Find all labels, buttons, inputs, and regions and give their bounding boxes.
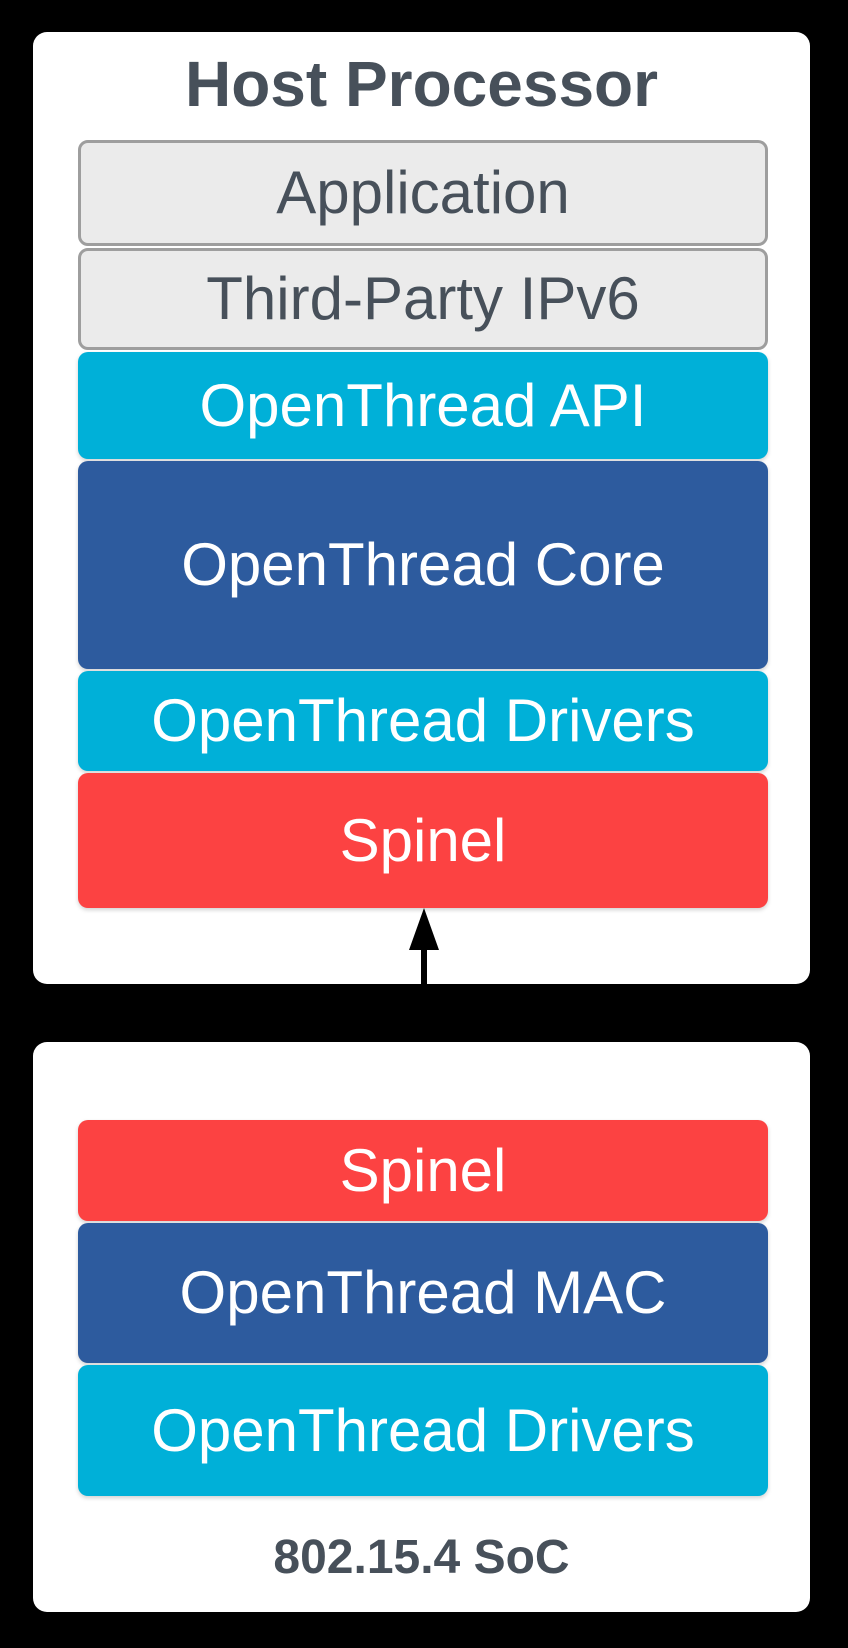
layer-spinel-host: Spinel: [78, 773, 768, 908]
layer-application: Application: [78, 140, 768, 246]
host-layer-stack: Application Third-Party IPv6 OpenThread …: [78, 140, 768, 908]
host-processor-title: Host Processor: [184, 48, 659, 120]
layer-openthread-core: OpenThread Core: [78, 461, 768, 669]
soc-card: Spinel OpenThread MAC OpenThread Drivers…: [33, 1042, 810, 1612]
soc-title: 802.15.4 SoC: [273, 1531, 570, 1584]
layer-third-party-ipv6: Third-Party IPv6: [78, 248, 768, 350]
layer-openthread-api: OpenThread API: [78, 352, 768, 459]
soc-layer-stack: Spinel OpenThread MAC OpenThread Drivers: [78, 1120, 768, 1496]
layer-spinel-soc: Spinel: [78, 1120, 768, 1221]
layer-openthread-mac: OpenThread MAC: [78, 1223, 768, 1363]
layer-openthread-drivers-soc: OpenThread Drivers: [78, 1365, 768, 1496]
host-processor-card: Host Processor Application Third-Party I…: [33, 32, 810, 984]
layer-openthread-drivers-host: OpenThread Drivers: [78, 671, 768, 771]
